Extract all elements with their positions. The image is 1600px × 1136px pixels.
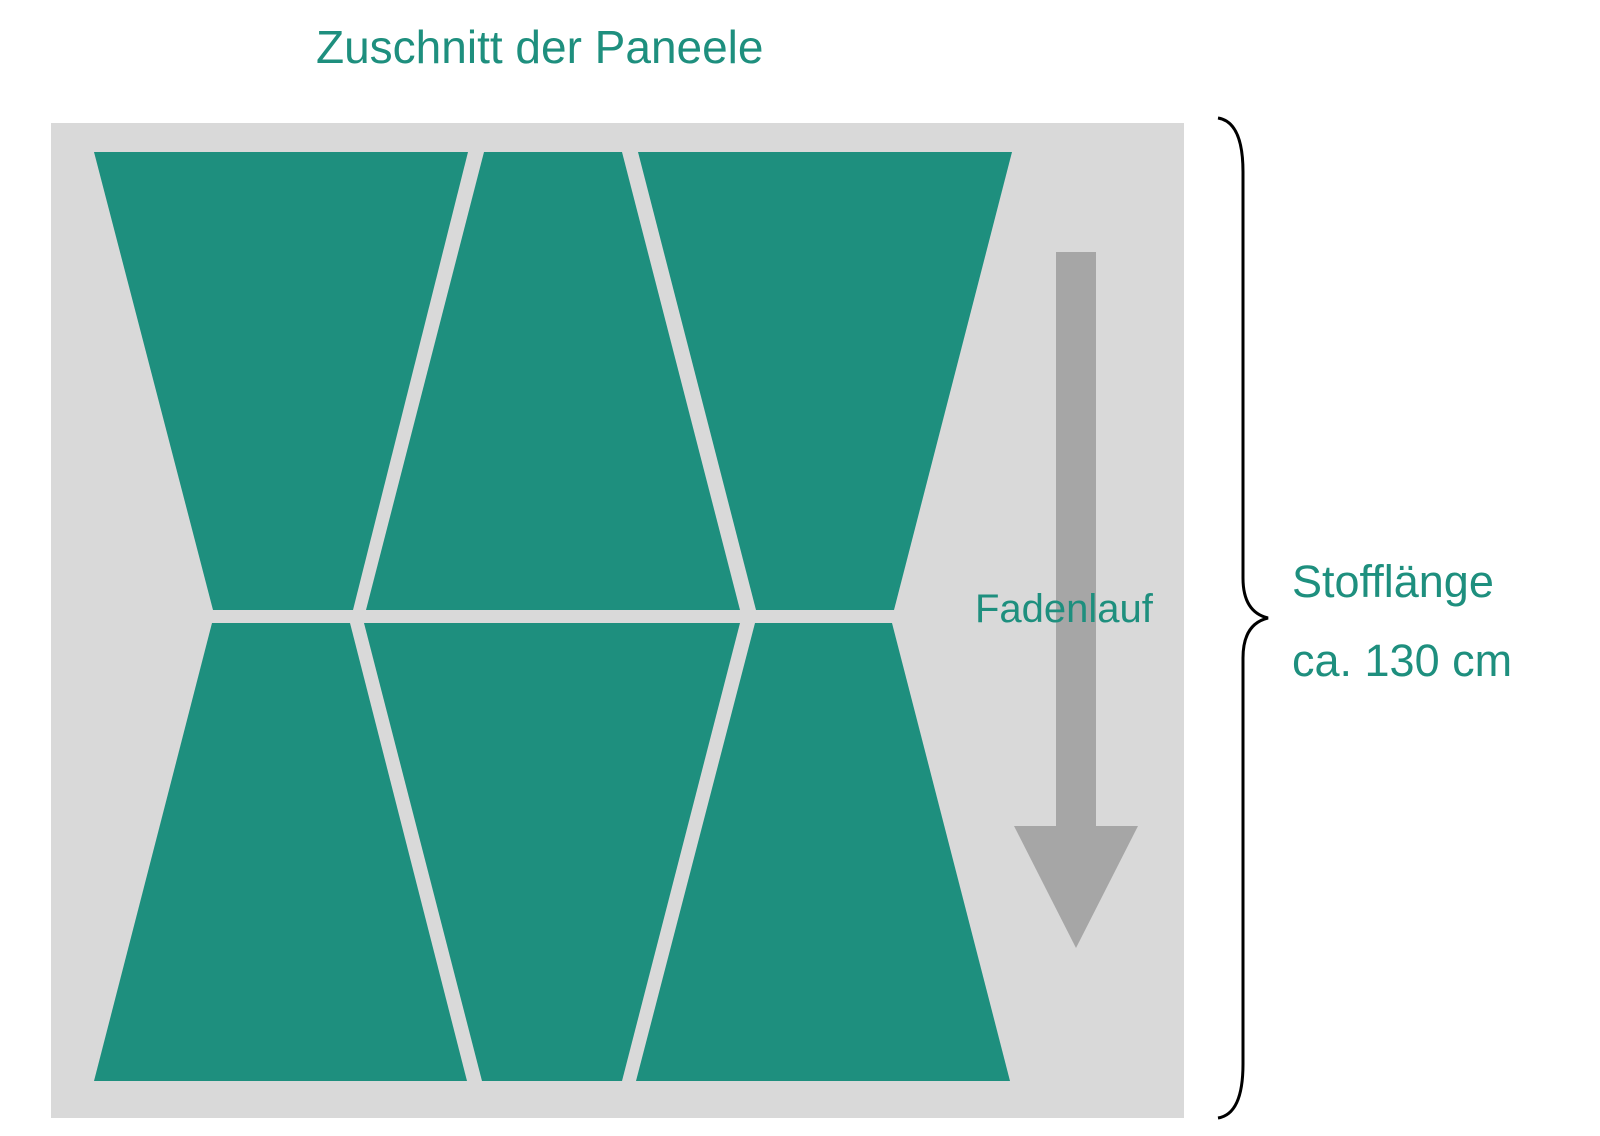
panel-top-left [94, 152, 468, 610]
fabric-length-value: ca. 130 cm [1292, 635, 1512, 686]
panel-bottom-right [636, 623, 1010, 1081]
panel-bottom-middle [364, 623, 740, 1081]
fabric-length-label: Stofflänge [1292, 556, 1494, 607]
panel-top-middle [366, 152, 740, 610]
grain-direction-label: Fadenlauf [975, 587, 1154, 631]
grain-arrow-head [1014, 826, 1138, 948]
grain-arrow-shaft [1056, 252, 1096, 828]
length-brace [1217, 116, 1269, 1120]
panel-top-right [638, 152, 1012, 610]
panel-bottom-left [94, 623, 467, 1081]
diagram-title: Zuschnitt der Paneele [316, 21, 764, 73]
